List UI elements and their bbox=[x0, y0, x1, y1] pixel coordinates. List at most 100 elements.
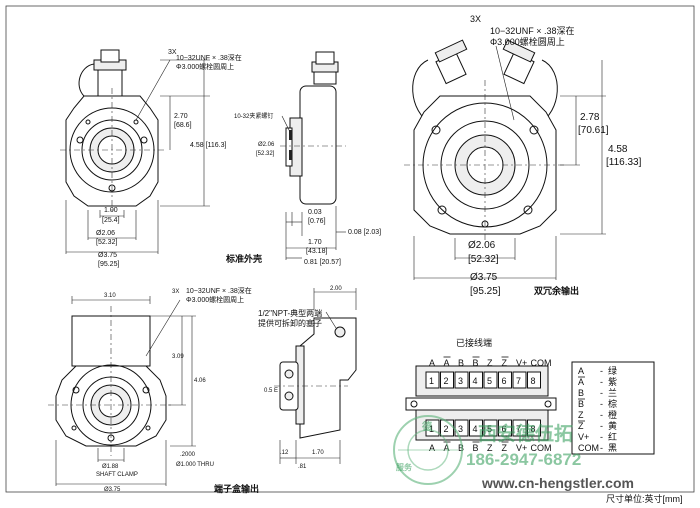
signal-label-bottom: Z bbox=[487, 443, 493, 453]
signal-label-top: B bbox=[473, 358, 479, 368]
wiring-title: 已接线端 bbox=[456, 337, 492, 348]
v4-dim-b2: Ø1.000 THRU bbox=[176, 462, 214, 468]
terminal-box-5 bbox=[483, 371, 498, 389]
v3-dim-w1: Ø2.06 bbox=[468, 240, 496, 251]
v1-callout-line2: Φ3.000螺栓圆周上 bbox=[176, 62, 234, 71]
signal-label-bottom: B bbox=[473, 443, 479, 453]
v3-callout-qty: 3X bbox=[470, 14, 481, 24]
signal-label-top: V+ bbox=[516, 358, 527, 368]
terminal-box-bottom-6 bbox=[498, 419, 512, 437]
legend-color: 兰 bbox=[608, 387, 617, 398]
legend-dash: - bbox=[600, 388, 603, 398]
legend-dash: - bbox=[600, 443, 603, 453]
v3-dim-w2-mm: [95.25] bbox=[470, 286, 501, 297]
caption-redundant: 双冗余输出 bbox=[534, 285, 579, 296]
v5-dim-side: 0.5 E bbox=[264, 388, 278, 394]
legend-dash: - bbox=[600, 366, 603, 376]
side-body bbox=[299, 85, 337, 205]
v4-dim-b2-sub: .2000 bbox=[180, 452, 196, 458]
terminal-box-bottom-4 bbox=[469, 419, 483, 437]
legend-signal: B bbox=[578, 399, 584, 409]
signal-label-top: A bbox=[444, 358, 450, 368]
caption-terminal: 端子盒输出 bbox=[214, 483, 259, 494]
terminal-number: 4 bbox=[473, 376, 478, 386]
watermark-url: www.cn-hengstler.com bbox=[481, 475, 634, 491]
color-legend bbox=[571, 361, 655, 455]
terminal-number: 5 bbox=[487, 376, 492, 386]
drawing-border bbox=[5, 5, 695, 493]
v3-dim-h2-mm: [116.33] bbox=[606, 157, 642, 168]
legend-dash: - bbox=[600, 377, 603, 387]
v2-screw-label: 10-32夹紧螺钉 bbox=[234, 112, 273, 120]
signal-label-top: COM bbox=[531, 358, 552, 368]
v2-dim-dia-mm: [52.32] bbox=[256, 151, 275, 157]
terminal-box-bottom-7 bbox=[512, 419, 527, 437]
v3-dim-h2: 4.58 bbox=[608, 144, 628, 155]
terminal-number-bottom: 7 bbox=[516, 424, 521, 434]
view-top-left bbox=[60, 49, 210, 254]
units-note: 尺寸单位:英寸[mm] bbox=[606, 493, 683, 504]
v5-npt-line1: 1/2"NPT-典型两端 bbox=[258, 308, 322, 318]
terminal-box-1 bbox=[425, 371, 440, 389]
legend-signal: V+ bbox=[578, 432, 589, 442]
terminal-number: 3 bbox=[458, 376, 463, 386]
legend-dash: - bbox=[600, 421, 603, 431]
legend-color: 黄 bbox=[608, 420, 617, 431]
v2-dim-b: 0.08 [2.03] bbox=[348, 229, 381, 236]
view-terminal-side bbox=[274, 288, 357, 464]
v3-dim-w2: Ø3.75 bbox=[470, 272, 498, 283]
v5-dim-top: 2.00 bbox=[330, 286, 342, 292]
terminal-box-bottom-8 bbox=[527, 419, 541, 437]
watermark-phone: 186-2947-6872 bbox=[466, 450, 581, 469]
v1-dim-w2: Ø2.06 bbox=[96, 230, 115, 237]
legend-color: 紫 bbox=[608, 377, 617, 387]
v1-callout-qty: 3X bbox=[168, 49, 177, 56]
v4-callout-line1: 10−32UNF × .38深在 bbox=[186, 286, 252, 295]
v4-dim-h1: 3.09 bbox=[172, 354, 184, 360]
v4-callout-line2: Φ3.000螺栓圆周上 bbox=[186, 295, 244, 304]
legend-dash: - bbox=[600, 410, 603, 420]
v1-dim-height-b: 4.58 [116.3] bbox=[190, 142, 227, 149]
terminal-side-body bbox=[299, 317, 357, 439]
v3-callout-line2: Φ3.000螺栓圆周上 bbox=[490, 36, 565, 47]
v2-dim-a-mm: [0.76] bbox=[308, 218, 326, 225]
legend-signal: A bbox=[578, 366, 584, 376]
v4-dim-h2: 4.06 bbox=[194, 378, 206, 384]
terminal-box-bottom-5 bbox=[483, 419, 498, 437]
v2-dim-c: 1.70 bbox=[308, 239, 322, 246]
terminal-number: 7 bbox=[516, 376, 521, 386]
terminal-number-bottom: 4 bbox=[473, 424, 478, 434]
signal-label-bottom: A bbox=[444, 443, 450, 453]
legend-signal: B bbox=[578, 388, 584, 398]
terminal-box-3 bbox=[454, 371, 469, 389]
connector-lanyard bbox=[78, 63, 95, 97]
v3-dim-h1-mm: [70.61] bbox=[578, 125, 609, 136]
v4-callout-qty: 3X bbox=[172, 289, 179, 295]
v2-dim-c-mm: [43.18] bbox=[306, 248, 327, 255]
v1-dim-height-a-mm: [68.6] bbox=[174, 122, 192, 129]
v5-dim-b2: 1.70 bbox=[312, 450, 324, 456]
v2-dim-a: 0.03 bbox=[308, 209, 322, 216]
terminal-number-bottom: 2 bbox=[444, 424, 449, 434]
v1-dim-w3-mm: [95.25] bbox=[98, 261, 119, 268]
legend-dash: - bbox=[600, 432, 603, 442]
legend-color: 橙 bbox=[608, 409, 617, 420]
legend-color: 绿 bbox=[608, 365, 617, 376]
legend-color: 棕 bbox=[608, 398, 617, 409]
signal-label-top: Z bbox=[502, 358, 508, 368]
terminal-box-7 bbox=[512, 371, 527, 389]
v4-dim-b1: Ø1.88 bbox=[102, 464, 119, 470]
legend-signal: A bbox=[578, 377, 584, 387]
connector-plug bbox=[100, 49, 120, 63]
v1-dim-height-a: 2.70 bbox=[174, 113, 188, 120]
legend-dash: - bbox=[600, 399, 603, 409]
signal-label-bottom: Z bbox=[502, 443, 508, 453]
legend-signal: Z bbox=[578, 421, 584, 431]
signal-label-bottom: V+ bbox=[516, 443, 527, 453]
